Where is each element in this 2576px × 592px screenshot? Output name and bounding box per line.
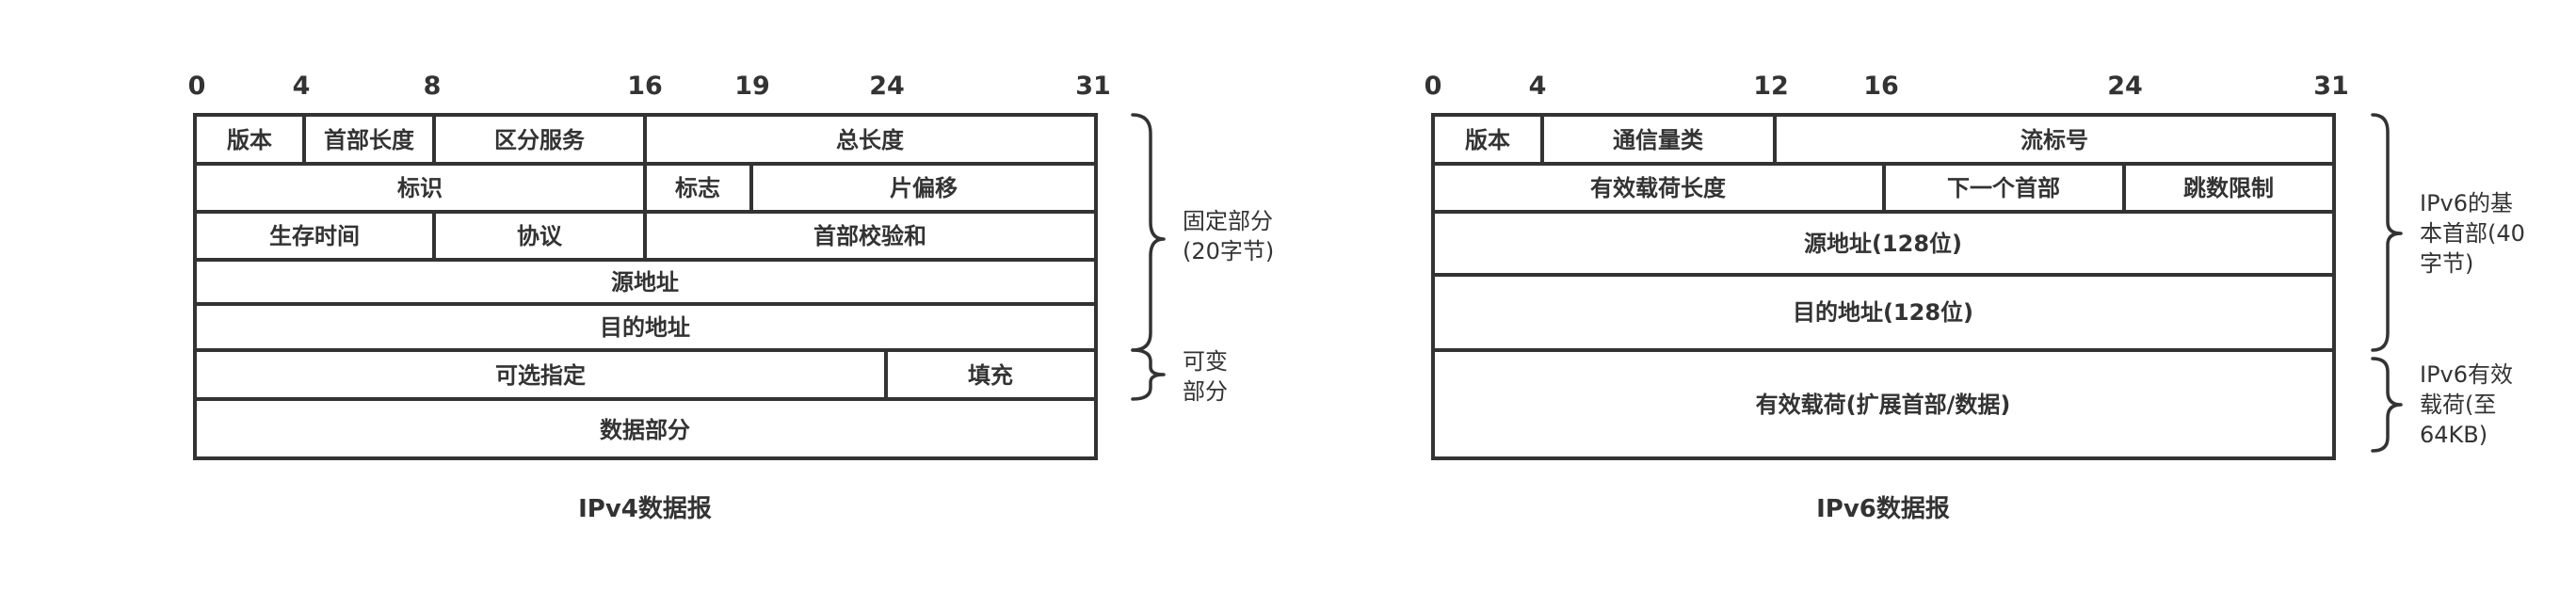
ipv4-tick-8: 8 [424,72,442,101]
ipv4-total-length-cell [643,113,1098,166]
ipv4-data-label: 数据部分 [600,417,690,443]
ipv6-payload-label-line2: 载荷(至 [2420,392,2496,418]
ipv6-source-address-cell [1431,210,2336,277]
ipv6-destination-address-cell [1431,273,2336,352]
ipv4-tick-16: 16 [627,72,663,101]
ipv6-payload-length-cell [1431,162,1886,214]
ipv6-version-cell [1431,113,1544,166]
ipv6-bit-ticks: 0 4 12 16 24 31 [1425,72,2349,101]
ipv6-tick-4: 4 [1529,72,1547,101]
ipv4-version-label: 版本 [227,127,272,153]
ipv4-fixed-label-line1: 固定部分 [1183,208,1273,234]
ipv4-title: IPv4数据报 [578,494,712,523]
ipv4-checksum-cell [643,210,1098,262]
ipv4-row-1: 版本 首部长度 区分服务 总长度 [193,113,1098,166]
ipv6-row-5: 有效载荷(扩展首部/数据) [1431,348,2336,460]
ipv4-protocol-label: 协议 [517,223,563,249]
ipv4-fixed-label-line2: (20字节) [1183,238,1274,264]
ipv4-tick-24: 24 [869,72,905,101]
ipv6-row-2: 有效载荷长度 下一个首部 跳数限制 [1431,162,2336,214]
ipv4-options-label: 可选指定 [495,362,586,389]
ipv4-fixed-brace [1131,113,1166,352]
ipv6-payload-cell [1431,348,2336,460]
ipv6-header-label-line3: 字节) [2420,250,2473,277]
ipv4-tick-31: 31 [1075,72,1111,101]
ipv4-source-address-cell [193,258,1098,306]
ipv4-destination-address-label: 目的地址 [600,314,690,341]
ipv4-tick-19: 19 [734,72,770,101]
ipv6-next-header-label: 下一个首部 [1947,175,2060,201]
ipv6-payload-brace [2371,357,2403,453]
ipv6-tick-12: 12 [1753,72,1789,101]
ipv6-hop-limit-label: 跳数限制 [2183,175,2274,201]
ipv4-row-5: 目的地址 [193,302,1098,352]
ipv6-row-3: 源地址(128位) [1431,210,2336,277]
ipv6-traffic-class-cell [1540,113,1777,166]
ipv4-variable-label-line1: 可变 [1183,348,1228,375]
ipv4-row-6: 可选指定 填充 [193,348,1098,401]
ipv4-padding-label: 填充 [968,362,1013,389]
ipv6-diagram: 0 4 12 16 24 31 版本 通信量类 流标号 有效载荷长度 下一个首部… [1425,72,2525,523]
ipv4-variable-brace [1131,348,1166,401]
ipv6-next-header-cell [1882,162,2126,214]
ipv4-flags-label: 标志 [675,175,720,201]
ipv6-header-label-line1: IPv6的基 [2420,190,2513,216]
ipv6-destination-address-label: 目的地址(128位) [1793,299,1973,326]
ipv6-version-label: 版本 [1465,127,1510,153]
ipv6-tick-24: 24 [2107,72,2143,101]
ipv4-dscp-label: 区分服务 [494,127,586,153]
ipv4-ttl-cell [193,210,436,262]
ipv6-payload-label: 有效载荷(扩展首部/数据) [1756,392,2011,418]
ipv4-data-cell [193,397,1098,460]
ipv6-header-label-line2: 本首部(40 [2420,220,2525,247]
ipv6-payload-label-line3: 64KB) [2420,422,2487,448]
ipv4-tick-0: 0 [188,72,206,101]
ipv4-row-7: 数据部分 [193,397,1098,460]
ipv4-diagram: 0 4 8 16 19 24 31 版本 首部长度 区分服务 总长度 标识 标志 [188,72,1275,523]
ipv6-tick-31: 31 [2313,72,2349,101]
ipv4-source-address-label: 源地址 [611,269,679,296]
ipv4-destination-address-cell [193,302,1098,352]
ipv6-payload-label-line1: IPv6有效 [2420,361,2513,388]
ipv4-row-4: 源地址 [193,258,1098,306]
ipv4-checksum-label: 首部校验和 [813,223,926,249]
ipv6-flow-label-label: 流标号 [2021,127,2088,153]
ipv6-header-brace [2371,113,2403,352]
ipv4-variable-label-line2: 部分 [1183,378,1228,405]
ipv6-row-1: 版本 通信量类 流标号 [1431,113,2336,166]
ipv4-bit-ticks: 0 4 8 16 19 24 31 [188,72,1111,101]
ipv4-ttl-label: 生存时间 [269,223,360,249]
ipv4-header-length-label: 首部长度 [324,127,415,153]
ipv6-row-4: 目的地址(128位) [1431,273,2336,352]
ipv6-source-address-label: 源地址(128位) [1804,231,1962,257]
ipv4-row-2: 标识 标志 片偏移 [193,162,1098,214]
ipv6-traffic-class-label: 通信量类 [1613,127,1704,153]
ipv6-tick-16: 16 [1863,72,1899,101]
ipv4-tick-4: 4 [293,72,311,101]
ipv4-identification-label: 标识 [397,175,443,201]
ipv6-tick-0: 0 [1425,72,1442,101]
ipv6-payload-length-label: 有效载荷长度 [1590,175,1727,201]
ipv4-row-3: 生存时间 协议 首部校验和 [193,210,1098,262]
ipv6-title: IPv6数据报 [1816,494,1950,523]
ipv4-fragment-offset-label: 片偏移 [890,175,958,201]
ipv4-total-length-label: 总长度 [836,127,905,153]
